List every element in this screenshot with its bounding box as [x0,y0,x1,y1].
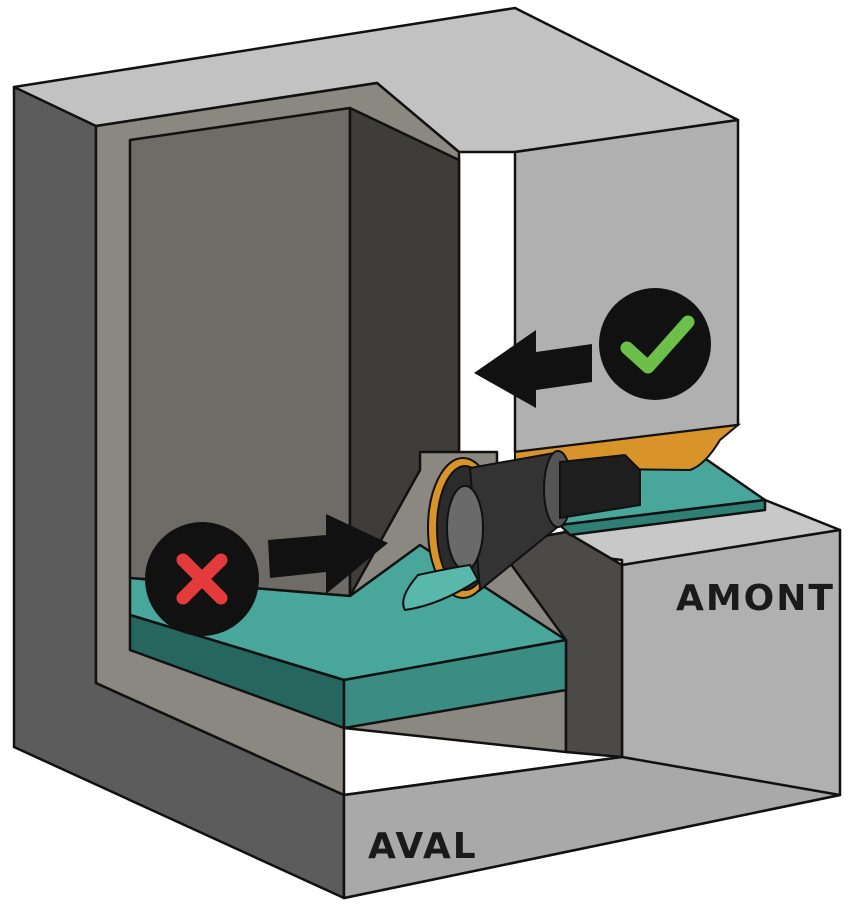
valve-actuator [559,453,641,520]
arrow-wrong-direction [268,514,388,594]
incorrect-marker [145,522,259,636]
checkmark-icon [620,315,695,374]
correct-marker-circle [599,288,711,400]
water-front-right [342,638,568,730]
seal-strip [514,423,742,472]
correct-marker [599,288,711,400]
concrete-block [12,6,842,900]
block-bottom-front [342,755,842,900]
upstream-block-front [513,118,740,454]
wall-inner-back [128,106,352,598]
label-downstream: AVAL [368,826,478,867]
arrow-correct-direction [474,330,592,408]
cross-icon [176,553,228,605]
valve-device [427,450,641,599]
valve-opening [446,485,484,571]
label-upstream: AMONT [676,578,835,619]
water-channel-edge [558,498,767,537]
water-outflow [402,563,480,612]
arrow-right-icon [268,514,388,594]
arrow-left-icon [474,330,592,408]
